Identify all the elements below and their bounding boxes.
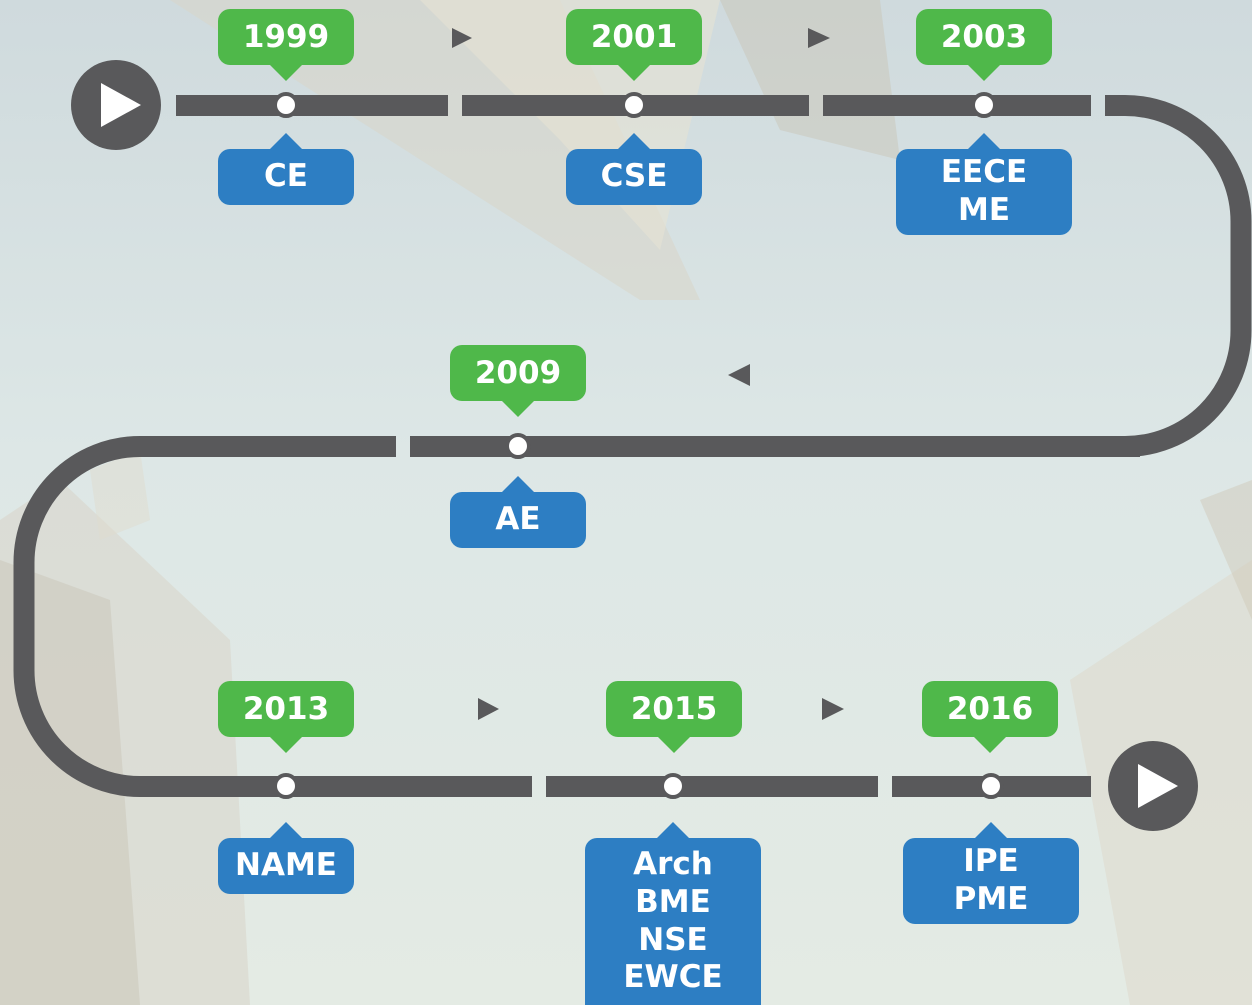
milestone-node	[273, 773, 299, 799]
program-label: IPE	[963, 843, 1019, 880]
milestone-node	[660, 773, 686, 799]
year-tag-2001: 2001	[566, 9, 702, 81]
track-segment	[155, 436, 396, 457]
year-tag-2009: 2009	[450, 345, 586, 417]
year-tag-2013: 2013	[218, 681, 354, 753]
track-segment	[155, 776, 532, 797]
year-tag-2003: 2003	[916, 9, 1052, 81]
program-label: AE	[495, 501, 541, 538]
program-label: BME	[635, 883, 711, 920]
milestone-node	[621, 92, 647, 118]
year-tag-2016: 2016	[922, 681, 1058, 753]
triangle-arrow-icon	[728, 364, 750, 386]
track-segment	[410, 436, 1140, 457]
program-label: ME	[957, 192, 1011, 228]
year-tag-2015: 2015	[606, 681, 742, 753]
program-tag-2016: IPE PME	[903, 822, 1079, 924]
year-tag-1999: 1999	[218, 9, 354, 81]
program-label: PME	[953, 881, 1029, 917]
track-curve-left	[13, 436, 160, 797]
program-label: EECE	[940, 154, 1028, 191]
milestone-node	[971, 92, 997, 118]
end-play-icon	[1108, 741, 1198, 831]
program-label: NSE	[638, 921, 708, 958]
milestone-node	[978, 773, 1004, 799]
program-label: CE	[264, 158, 308, 195]
program-label: EWCE	[623, 959, 723, 996]
triangle-arrow-icon	[808, 28, 830, 48]
triangle-arrow-icon	[822, 698, 844, 720]
program-tag-2003: EECE ME	[896, 133, 1072, 235]
track-curve-right	[1105, 95, 1252, 457]
milestone-node	[273, 92, 299, 118]
track-segment	[176, 95, 448, 116]
track-segment	[546, 776, 878, 797]
track-segment	[823, 95, 1091, 116]
program-tag-2001: CSE	[566, 133, 702, 205]
program-tag-2015: Arch BME NSE EWCE	[585, 822, 761, 1005]
triangle-arrow-icon	[452, 28, 472, 48]
program-label: CSE	[600, 158, 668, 195]
program-tag-2009: AE	[450, 476, 586, 548]
start-play-icon	[71, 60, 161, 150]
triangle-arrow-icon	[478, 698, 499, 720]
program-label: Arch	[633, 845, 713, 882]
program-tag-2013: NAME	[218, 822, 354, 894]
program-tag-1999: CE	[218, 133, 354, 205]
program-label: NAME	[235, 847, 337, 884]
milestone-node	[505, 433, 531, 459]
